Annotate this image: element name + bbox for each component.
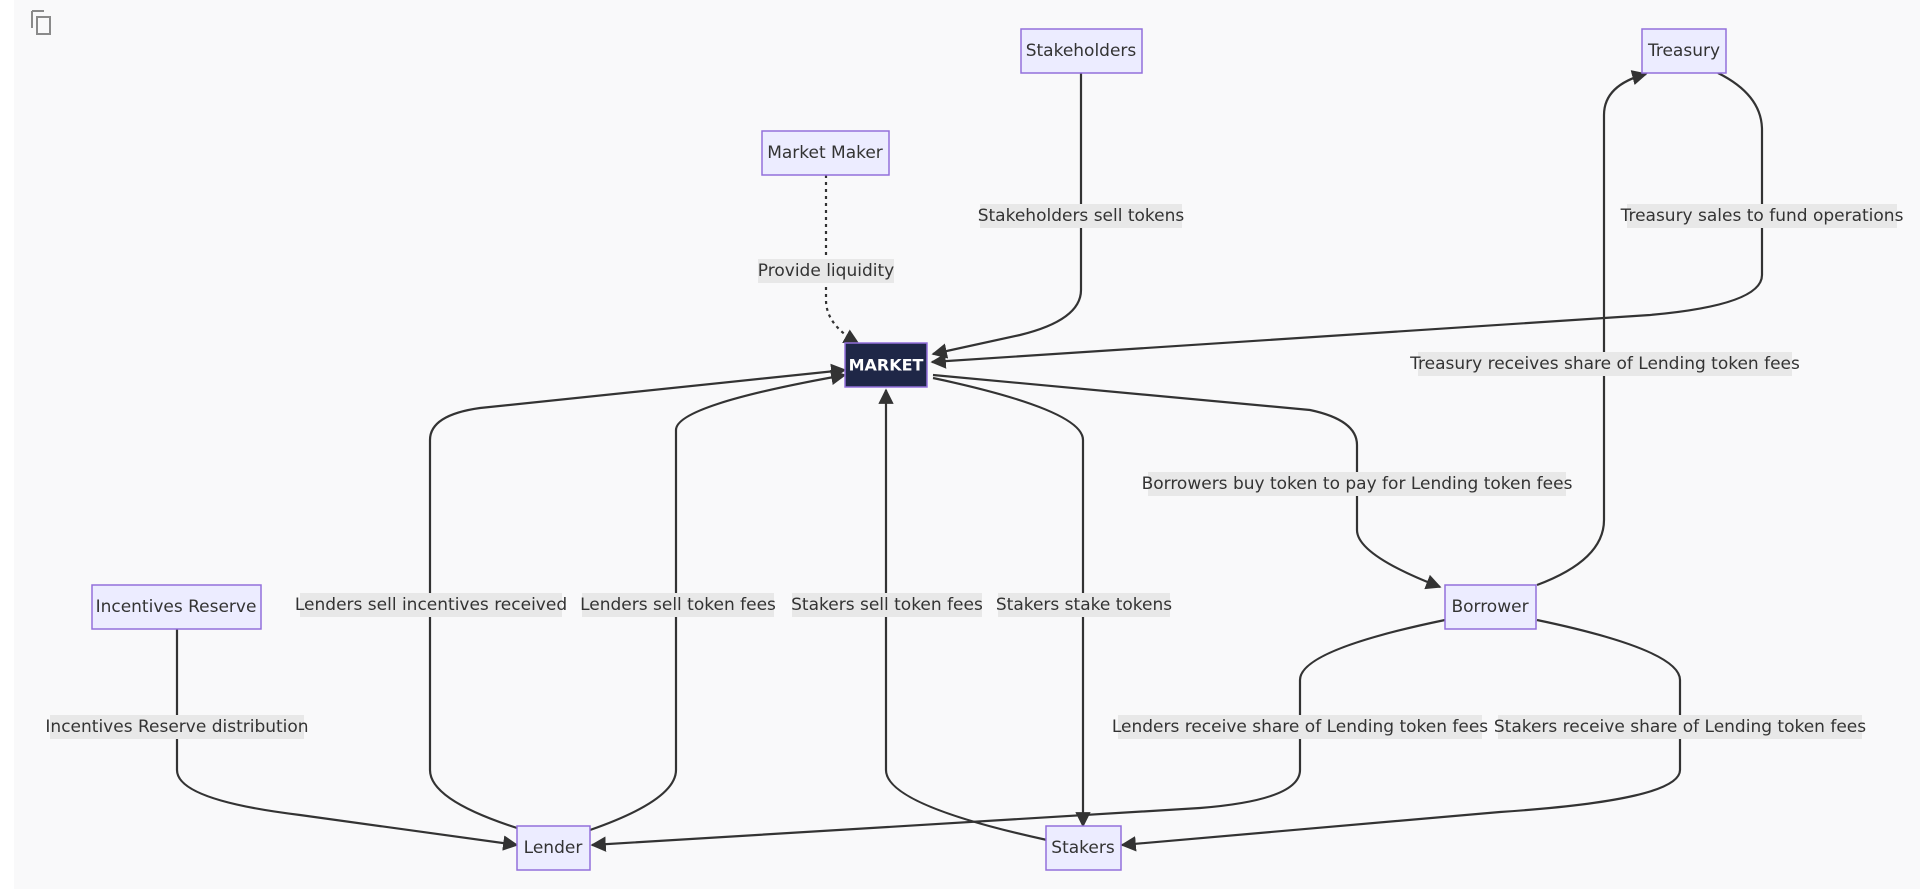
label-treasury-sales: Treasury sales to fund operations <box>1620 204 1904 228</box>
label-stakeholders-sell: Stakeholders sell tokens <box>978 204 1185 228</box>
label-provide-liquidity: Provide liquidity <box>758 259 894 283</box>
diagram-canvas <box>14 0 1920 889</box>
svg-text:Stakers: Stakers <box>1051 838 1115 858</box>
edge-borrower-lender <box>590 618 1446 852</box>
edge-borrower-stakers <box>1120 618 1682 852</box>
svg-text:Lenders receive share of Lendi: Lenders receive share of Lending token f… <box>1112 717 1488 737</box>
node-incentives-reserve[interactable]: Incentives Reserve <box>91 584 262 630</box>
label-stakers-sell-fees: Stakers sell token fees <box>791 593 983 617</box>
node-lender[interactable]: Lender <box>516 825 591 871</box>
svg-text:Borrowers buy token to pay for: Borrowers buy token to pay for Lending t… <box>1142 474 1573 494</box>
svg-text:Stakers stake tokens: Stakers stake tokens <box>996 595 1172 615</box>
svg-text:Stakeholders: Stakeholders <box>1026 41 1137 61</box>
copy-icon <box>31 10 51 35</box>
svg-text:Market Maker: Market Maker <box>767 143 883 163</box>
edge-market-borrower <box>932 373 1442 590</box>
node-borrower[interactable]: Borrower <box>1444 584 1537 630</box>
edge-stakeholders-market <box>931 73 1083 359</box>
label-incentives-distribution: Incentives Reserve distribution <box>45 715 309 739</box>
svg-text:Provide liquidity: Provide liquidity <box>758 261 894 281</box>
label-lenders-sell-fees: Lenders sell token fees <box>580 593 776 617</box>
node-market-maker[interactable]: Market Maker <box>761 130 890 176</box>
label-borrowers-buy: Borrowers buy token to pay for Lending t… <box>1142 472 1573 496</box>
svg-text:Borrower: Borrower <box>1451 597 1528 617</box>
svg-text:Stakers receive share of Lendi: Stakers receive share of Lending token f… <box>1494 717 1866 737</box>
svg-text:Stakeholders sell tokens: Stakeholders sell tokens <box>978 206 1185 226</box>
svg-text:Treasury: Treasury <box>1647 41 1720 61</box>
label-treasury-receives: Treasury receives share of Lending token… <box>1409 352 1800 376</box>
edge-market-stakers <box>932 376 1091 828</box>
label-lenders-sell-incentives: Lenders sell incentives received <box>295 593 567 617</box>
label-stakers-receive: Stakers receive share of Lending token f… <box>1494 715 1866 739</box>
svg-text:Lender: Lender <box>524 838 583 858</box>
edge-borrower-treasury <box>1536 70 1648 587</box>
node-market[interactable]: MARKET <box>844 342 928 388</box>
svg-text:Lenders sell incentives receiv: Lenders sell incentives received <box>295 595 567 615</box>
edge-incentives-lender <box>175 629 519 851</box>
edge-treasury-market <box>930 72 1764 369</box>
svg-text:Stakers sell token fees: Stakers sell token fees <box>791 595 983 615</box>
svg-text:Treasury sales to fund operati: Treasury sales to fund operations <box>1620 206 1904 226</box>
edge-lender-market-incentives <box>428 363 847 830</box>
node-stakeholders[interactable]: Stakeholders <box>1020 28 1143 74</box>
node-stakers[interactable]: Stakers <box>1045 825 1122 871</box>
edge-lender-market-fees <box>589 369 847 832</box>
label-lenders-receive: Lenders receive share of Lending token f… <box>1112 715 1488 739</box>
svg-text:Lenders sell token fees: Lenders sell token fees <box>580 595 776 615</box>
svg-text:Treasury receives share of Len: Treasury receives share of Lending token… <box>1409 354 1800 374</box>
edge-stakers-market <box>878 388 1048 842</box>
svg-text:MARKET: MARKET <box>849 356 924 375</box>
node-treasury[interactable]: Treasury <box>1641 28 1727 74</box>
svg-text:Incentives Reserve distributio: Incentives Reserve distribution <box>45 717 308 737</box>
svg-text:Incentives Reserve: Incentives Reserve <box>96 597 257 617</box>
label-stakers-stake: Stakers stake tokens <box>996 593 1172 617</box>
copy-button[interactable] <box>28 8 58 38</box>
